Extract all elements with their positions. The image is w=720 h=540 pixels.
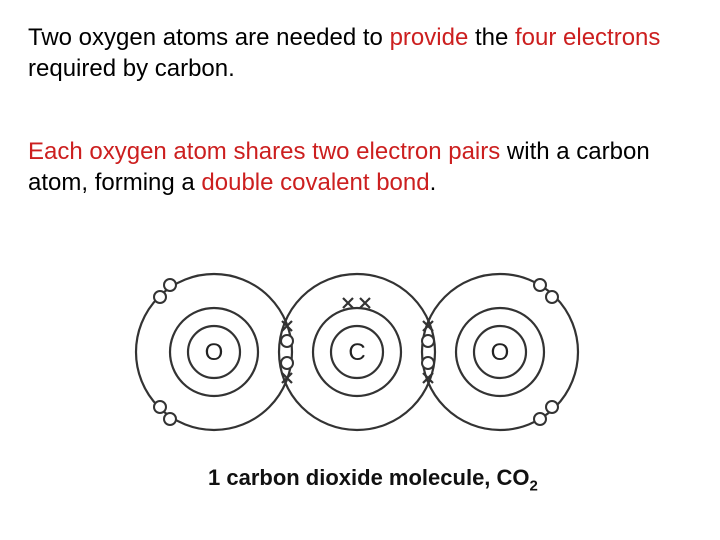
oxygen-left-inner-shell bbox=[168, 306, 260, 398]
electron-o-right-4 bbox=[533, 412, 547, 426]
caption-subscript: 2 bbox=[529, 477, 538, 495]
electron-o-right-6 bbox=[421, 356, 435, 370]
electron-c-right-1 bbox=[422, 320, 434, 332]
electron-o-left-6 bbox=[280, 356, 294, 370]
electron-c-top-2 bbox=[359, 297, 371, 309]
para1-segment-0: Two oxygen atoms bbox=[28, 24, 229, 51]
para1-segment-1: are needed to bbox=[228, 24, 390, 51]
para1-segment-2: provide bbox=[389, 24, 469, 51]
para2-segment-2: with a carbon atom, forming a bbox=[28, 138, 650, 196]
atom-symbol-carbon: C bbox=[348, 339, 365, 366]
oxygen-left-nucleus bbox=[186, 324, 242, 380]
electron-c-left-1 bbox=[281, 320, 293, 332]
electron-o-left-1 bbox=[153, 290, 167, 304]
oxygen-right-inner-shell bbox=[454, 306, 546, 398]
electron-o-right-1 bbox=[533, 278, 547, 292]
diagram-caption: 1 carbon dioxide molecule, CO2 bbox=[208, 465, 538, 494]
para2-segment-1: electron pairs bbox=[356, 138, 501, 165]
carbon-inner-shell bbox=[311, 306, 403, 398]
oxygen-left-outer-shell bbox=[134, 272, 294, 432]
electron-o-left-4 bbox=[163, 412, 177, 426]
electron-o-right-5 bbox=[421, 334, 435, 348]
electron-c-right-2 bbox=[422, 372, 434, 384]
electron-c-top-1 bbox=[342, 297, 354, 309]
atom-symbol-oxygen-left: O bbox=[205, 339, 224, 366]
caption-text: 1 carbon dioxide molecule, CO bbox=[208, 465, 530, 490]
carbon-nucleus bbox=[329, 324, 385, 380]
electron-c-left-2 bbox=[281, 372, 293, 384]
atom-symbol-oxygen-right: O bbox=[491, 339, 510, 366]
electron-o-right-2 bbox=[545, 290, 559, 304]
paragraph-double-bond: Each oxygen atom shares two electron pai… bbox=[28, 136, 708, 198]
paragraph-oxygen-electrons: Two oxygen atoms are needed to provide t… bbox=[28, 22, 708, 84]
electron-o-left-5 bbox=[280, 334, 294, 348]
para2-segment-3: double covalent bond bbox=[201, 169, 430, 196]
oxygen-right-outer-shell bbox=[420, 272, 580, 432]
para1-segment-4: four electrons bbox=[515, 24, 661, 51]
oxygen-right-nucleus bbox=[472, 324, 528, 380]
electron-o-right-3 bbox=[545, 400, 559, 414]
para2-segment-0: Each oxygen atom shares two bbox=[28, 138, 357, 165]
carbon-outer-shell bbox=[277, 272, 437, 432]
electron-o-left-2 bbox=[163, 278, 177, 292]
para2-segment-4: . bbox=[429, 169, 437, 196]
electron-o-left-3 bbox=[153, 400, 167, 414]
para1-segment-3: the bbox=[468, 24, 515, 51]
para1-segment-5: required by carbon. bbox=[28, 55, 235, 82]
co2-electron-diagram: O C O bbox=[134, 272, 580, 432]
